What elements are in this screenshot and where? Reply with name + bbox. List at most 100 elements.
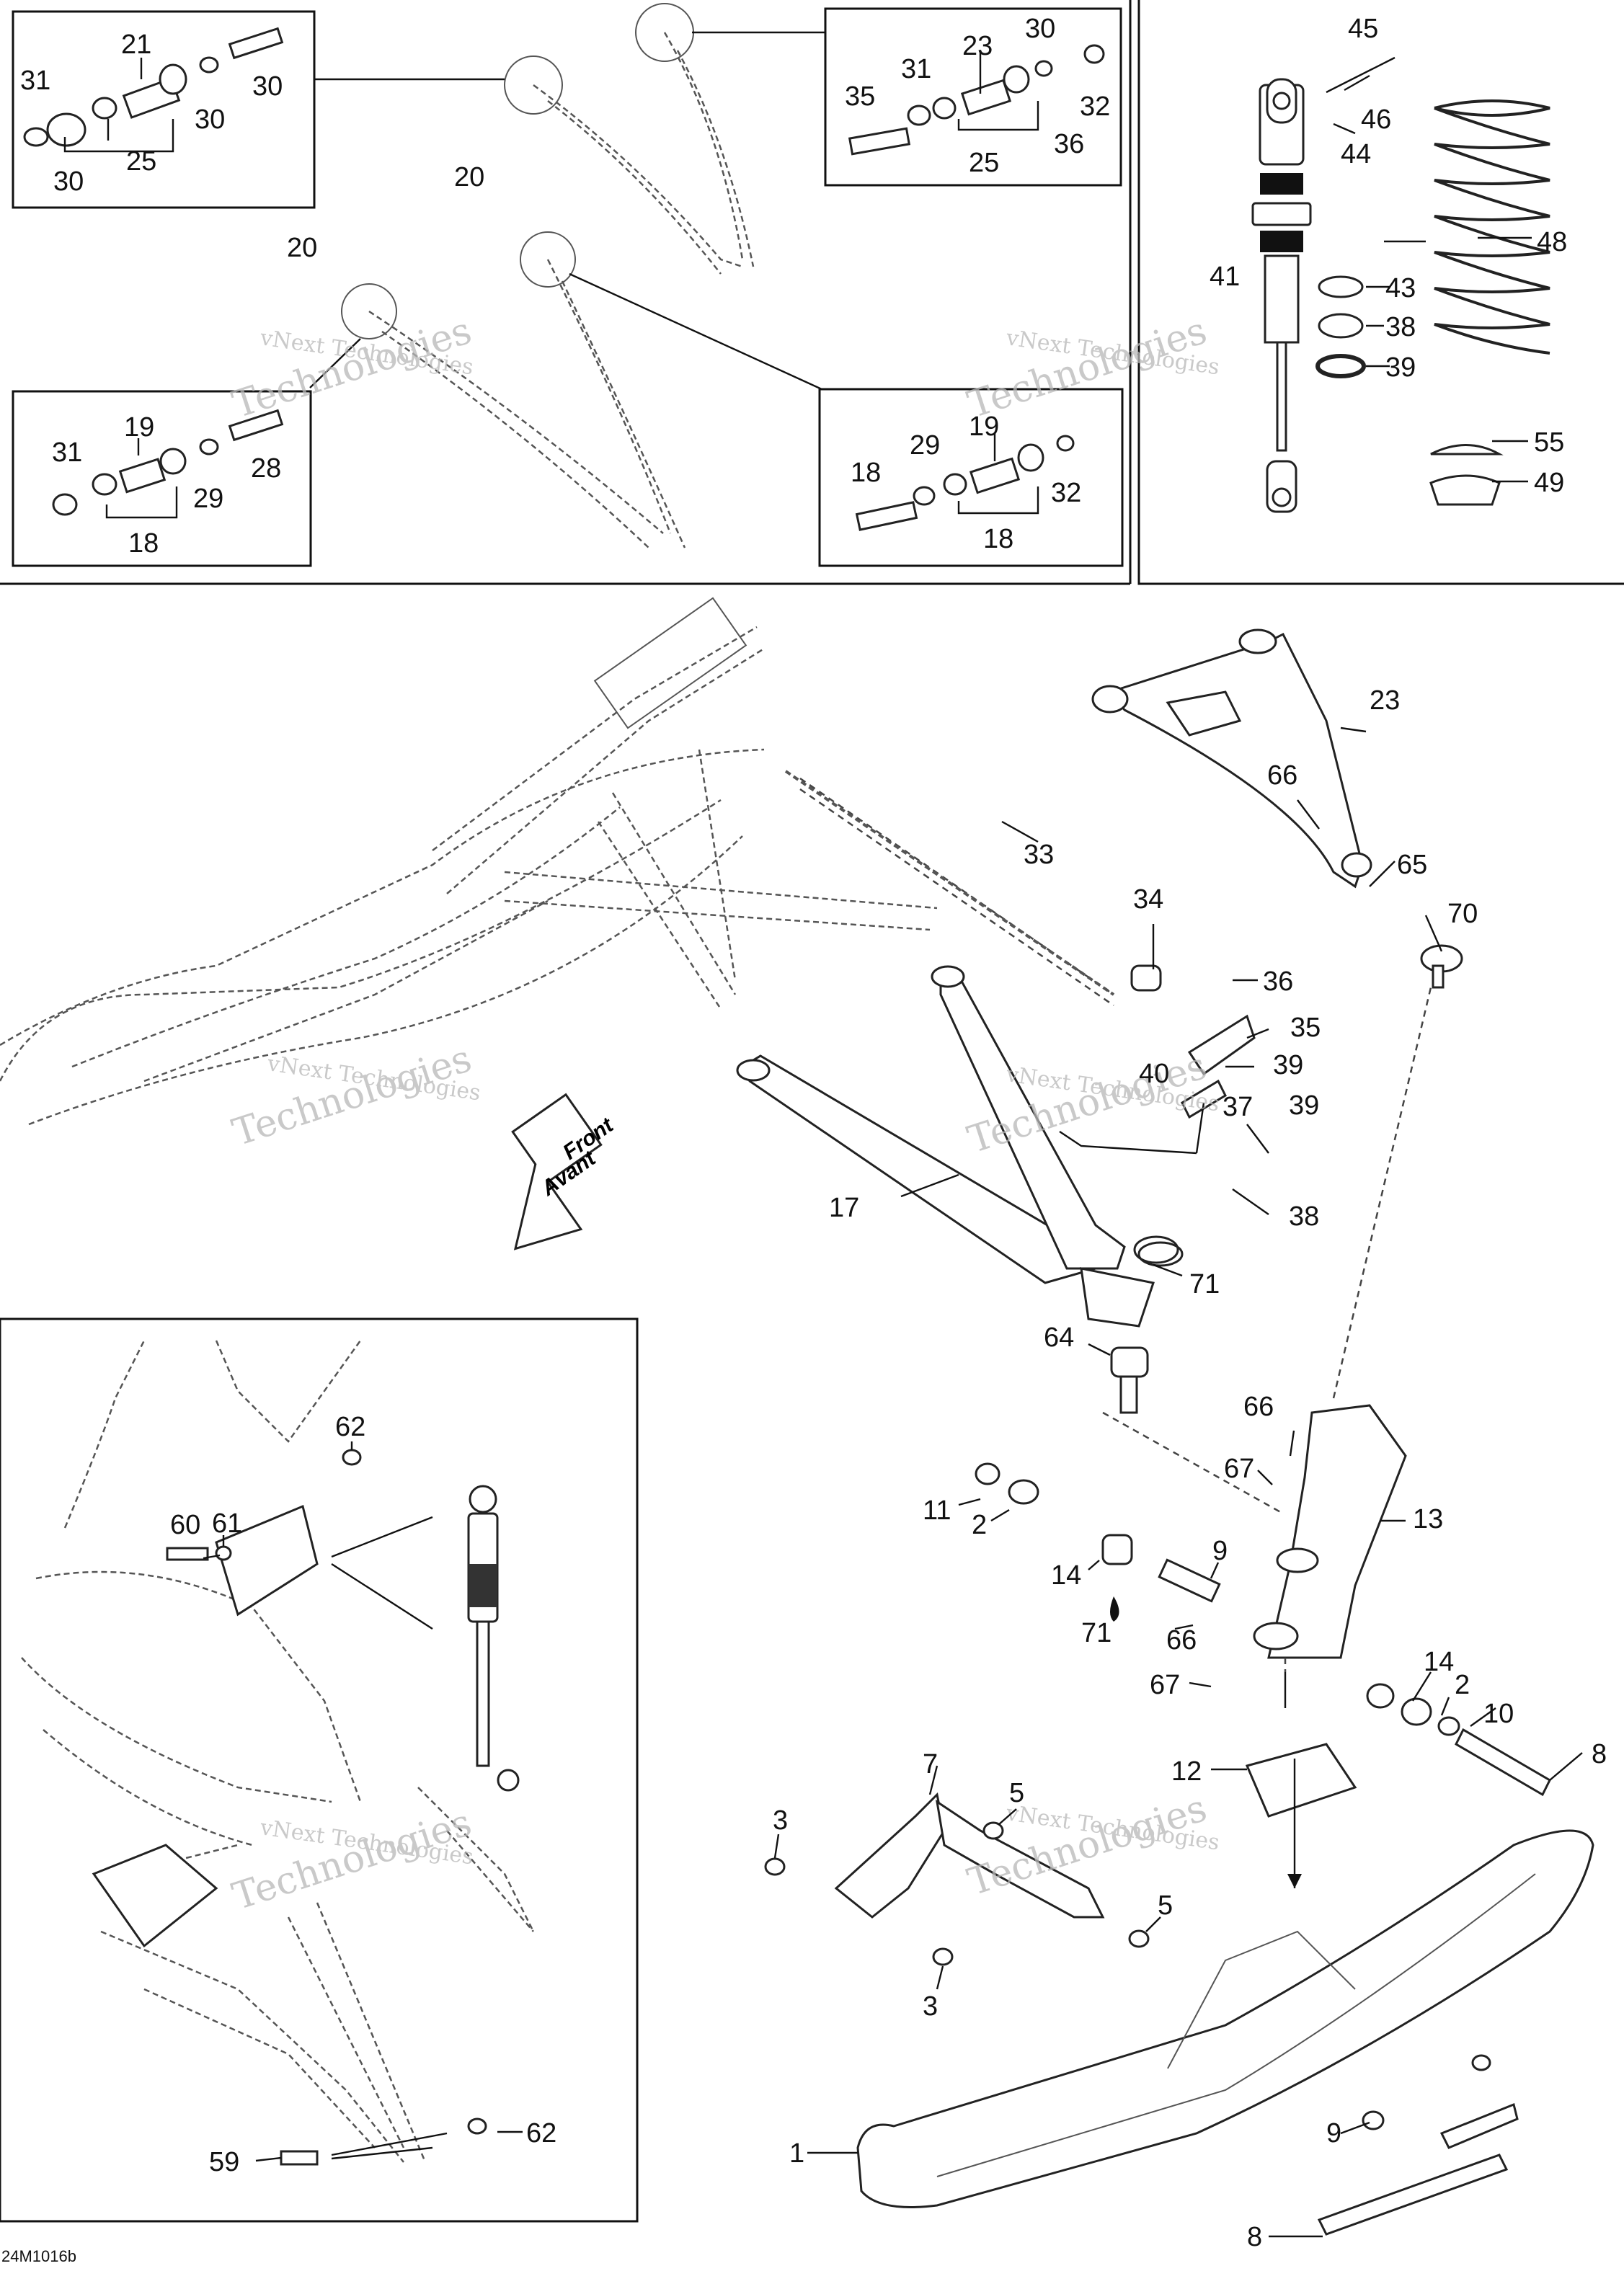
- detail-box-lower-left: [12, 390, 312, 567]
- callout-label: 10: [1483, 1699, 1514, 1729]
- chassis-frame-sketch: [0, 597, 1114, 1126]
- callout-label: 30: [195, 105, 225, 135]
- ski: [856, 1829, 1594, 2236]
- callout-label: 34: [1133, 884, 1163, 915]
- callout-label: 40: [1139, 1059, 1169, 1089]
- callout-label: 5: [1009, 1778, 1024, 1808]
- callout-label: 3: [923, 1991, 938, 2022]
- detail-box-upper-right: [824, 7, 1122, 187]
- callout-label: 67: [1150, 1670, 1180, 1700]
- callout-label: 3: [773, 1805, 788, 1836]
- callout-label: 30: [252, 71, 283, 102]
- callout-label: 23: [1370, 685, 1400, 716]
- lower-chassis-detail: [21, 1340, 535, 2166]
- callout-label: 19: [969, 412, 999, 442]
- drawing-code: 24M1016b: [1, 2247, 76, 2265]
- callout-label: 18: [851, 458, 881, 488]
- callout-label: 17: [829, 1193, 859, 1223]
- callout-label: 18: [128, 528, 159, 559]
- callout-label: 8: [1247, 2222, 1262, 2252]
- callout-label: 14: [1051, 1560, 1081, 1591]
- callout-label: 20: [454, 162, 484, 192]
- callout-label: 46: [1361, 105, 1391, 135]
- callouts: 21 31 30 30 30 25 20 20 31 19 29 28 18 2…: [1, 14, 1607, 2265]
- upper-a-arm: [1091, 628, 1372, 889]
- callout-label: 38: [1289, 1201, 1319, 1232]
- ski-handle: [764, 1792, 1150, 1966]
- callout-label: 33: [1024, 840, 1054, 870]
- callout-label: 9: [1212, 1536, 1228, 1566]
- callout-label: 25: [126, 146, 156, 177]
- callout-label: 39: [1385, 352, 1416, 383]
- callout-label: 2: [1455, 1670, 1470, 1700]
- callout-label: 71: [1081, 1618, 1111, 1648]
- callout-label: 37: [1223, 1092, 1253, 1122]
- callout-label: 21: [121, 30, 151, 60]
- callout-label: 49: [1534, 468, 1564, 498]
- callout-label: 39: [1289, 1090, 1319, 1121]
- section-frames: [0, 0, 1624, 2223]
- callout-label: 70: [1447, 899, 1478, 929]
- callout-label: 23: [962, 31, 993, 61]
- callout-label: 11: [923, 1496, 951, 1526]
- callout-label: 36: [1263, 966, 1293, 997]
- callout-label: 29: [193, 484, 223, 514]
- lower-a-arm: [736, 965, 1184, 1328]
- detail-box-upper-left: [12, 10, 316, 209]
- callout-label: 64: [1044, 1323, 1074, 1353]
- callout-label: 66: [1243, 1392, 1274, 1422]
- callout-label: 28: [251, 453, 281, 484]
- callout-label: 39: [1273, 1050, 1303, 1080]
- callout-label: 44: [1341, 139, 1371, 169]
- callout-label: 71: [1189, 1269, 1220, 1299]
- callout-label: 66: [1166, 1625, 1197, 1656]
- callout-label: 35: [845, 81, 875, 112]
- callout-label: 62: [335, 1412, 365, 1442]
- upper-a-arm-sketch: [309, 3, 825, 548]
- callout-label: 5: [1158, 1890, 1173, 1921]
- callout-label: 35: [1290, 1013, 1321, 1043]
- callout-label: 2: [972, 1510, 987, 1540]
- callout-label: 43: [1385, 273, 1416, 303]
- leader-lines: [63, 50, 1583, 2238]
- callout-label: 9: [1326, 2118, 1341, 2148]
- callout-label: 48: [1537, 227, 1567, 257]
- callout-label: 62: [526, 2118, 556, 2148]
- callout-label: 66: [1267, 760, 1297, 791]
- detail-box-lower-right: [818, 388, 1124, 567]
- spindle-and-ski-mount: [975, 1404, 1551, 1888]
- callout-label: 13: [1413, 1504, 1443, 1534]
- callout-label: 36: [1054, 129, 1084, 159]
- callout-label: 12: [1171, 1756, 1202, 1787]
- callout-label: 20: [287, 233, 317, 263]
- callout-label: 45: [1348, 14, 1378, 44]
- callout-label: 25: [969, 148, 999, 178]
- callout-label: 31: [20, 66, 50, 96]
- callout-label: 7: [923, 1749, 938, 1779]
- callout-label: 32: [1080, 92, 1110, 122]
- callout-label: 67: [1224, 1454, 1254, 1484]
- callout-label: 31: [52, 437, 82, 468]
- front-direction-arrow: Front Avant: [511, 1093, 618, 1250]
- callout-label: 61: [212, 1508, 242, 1539]
- callout-label: 14: [1424, 1647, 1454, 1677]
- tie-rod-and-brackets: [784, 770, 1463, 1515]
- callout-label: 30: [53, 166, 84, 197]
- shock-absorber-sketch: [1251, 56, 1550, 513]
- watermarks: vNext Technologies Technologies vNext Te…: [227, 309, 1220, 1919]
- callout-label: 65: [1397, 850, 1427, 880]
- callout-label: 59: [209, 2147, 239, 2177]
- callout-label: 29: [910, 430, 940, 461]
- callout-label: 8: [1592, 1739, 1607, 1769]
- callout-label: 31: [901, 54, 931, 84]
- callout-label: 30: [1025, 14, 1055, 44]
- callout-label: 32: [1051, 478, 1081, 508]
- callout-label: 41: [1210, 262, 1240, 292]
- callout-label: 38: [1385, 312, 1416, 342]
- callout-label: 19: [124, 412, 154, 443]
- callout-label: 1: [789, 2138, 804, 2169]
- callout-label: 55: [1534, 427, 1564, 458]
- callout-label: 60: [170, 1510, 200, 1540]
- callout-label: 18: [983, 524, 1013, 554]
